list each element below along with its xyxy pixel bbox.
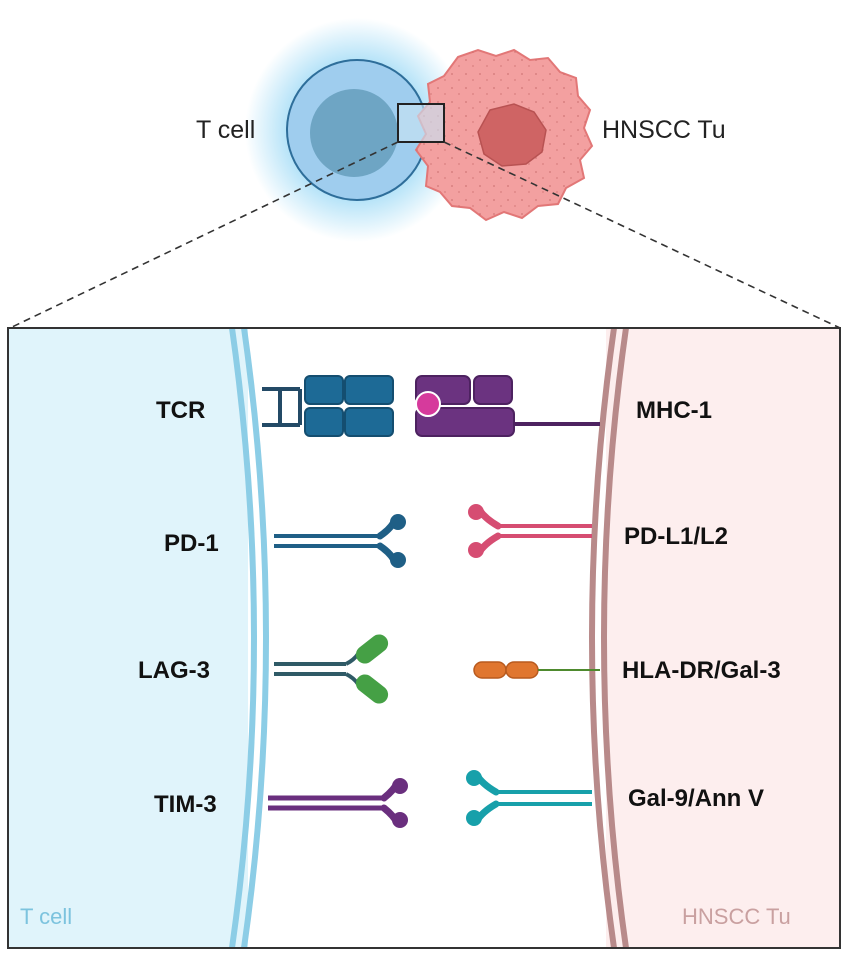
- panel-tumor-region: [606, 328, 840, 948]
- tim3-tip: [392, 778, 408, 794]
- ligand-label-pdl1: PD-L1/L2: [624, 523, 728, 550]
- pd1-tip: [390, 514, 406, 530]
- pdl1-ligand: [468, 504, 592, 558]
- tim3-receptor: [268, 778, 408, 828]
- tim3-stem: [268, 795, 384, 811]
- tcr-anchor-lines: [262, 387, 302, 427]
- overview-t-cell-label: T cell: [196, 116, 255, 144]
- receptor-label-pd1: PD-1: [164, 530, 219, 557]
- ligand-label-mhc1: MHC-1: [636, 397, 712, 424]
- lag3-receptor: [274, 634, 389, 704]
- ligand-label-gal9: Gal-9/Ann V: [628, 785, 764, 812]
- zoom-box: [397, 103, 445, 143]
- overview-tumor-label: HNSCC Tu: [602, 116, 726, 144]
- t-cell-membrane-inner: [241, 327, 269, 949]
- pdl1-tip: [468, 542, 484, 558]
- tcr-domain: [344, 375, 394, 405]
- hla-domain: [473, 661, 507, 679]
- panel-t-cell-region: [8, 328, 248, 948]
- hla-domain: [505, 661, 539, 679]
- lag3-stem: [274, 662, 346, 676]
- mhc-domain: [473, 375, 513, 405]
- overview-illustration: T cell HNSCC Tu: [9, 18, 841, 329]
- tcr-domain: [344, 407, 394, 437]
- pd1-tip: [390, 552, 406, 568]
- lag3-head: [355, 674, 389, 704]
- tcr-domain: [304, 407, 344, 437]
- panel-tumor-label: HNSCC Tu: [682, 904, 791, 929]
- synapse-panel: TCR MHC-1 PD-1 PD-L1/L2 LAG-3 HLA-DR/Gal…: [7, 327, 841, 949]
- lag3-head: [355, 634, 389, 664]
- tcr-domain: [304, 375, 344, 405]
- pd1-receptor: [274, 514, 406, 568]
- zoom-line-right: [443, 141, 841, 329]
- panel-border: [7, 327, 841, 949]
- gal9-tip: [466, 810, 482, 826]
- t-cell-nucleus: [310, 89, 398, 177]
- tim3-tip: [392, 812, 408, 828]
- mhc-peptide: [415, 391, 441, 417]
- pdl1-stem: [498, 524, 592, 538]
- tumor-membrane-inner: [601, 327, 629, 949]
- tumor-membrane-outer: [589, 327, 617, 949]
- ligand-label-hla: HLA-DR/Gal-3: [622, 657, 781, 684]
- tumor-nucleus: [477, 103, 547, 167]
- tcr-receptor: [262, 375, 394, 437]
- gal9-stem: [496, 790, 592, 806]
- pdl1-tip: [468, 504, 484, 520]
- receptor-label-tcr: TCR: [156, 397, 205, 424]
- receptor-label-lag3: LAG-3: [138, 657, 210, 684]
- gal9-tip: [466, 770, 482, 786]
- t-cell-membrane-outer: [229, 327, 257, 949]
- hla-dr-ligand: [473, 661, 600, 679]
- mhc1-ligand: [415, 375, 600, 437]
- gal9-ligand: [466, 770, 592, 826]
- pd1-stem: [274, 534, 380, 548]
- panel-t-cell-label: T cell: [20, 904, 72, 929]
- receptor-label-tim3: TIM-3: [154, 791, 217, 818]
